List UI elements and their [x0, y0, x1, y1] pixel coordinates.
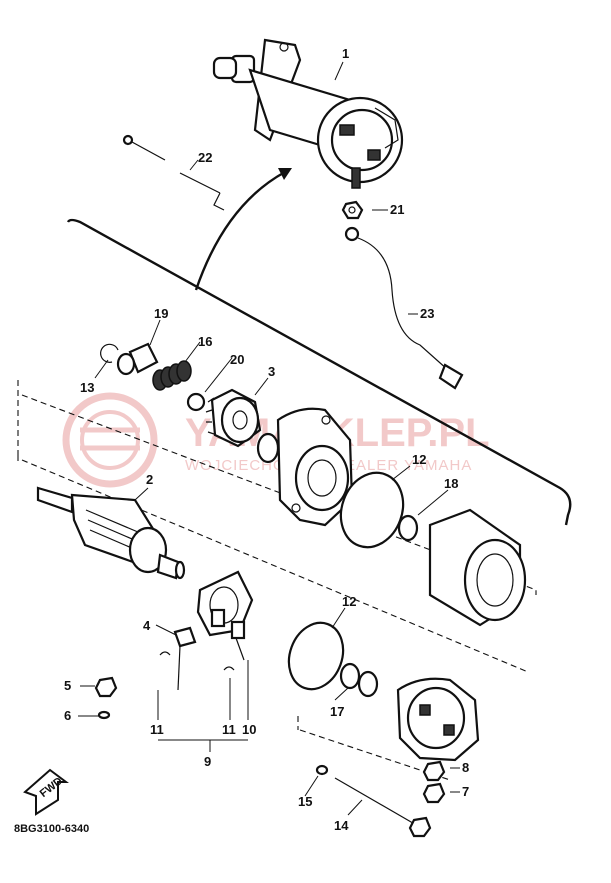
- part-1-starter-motor: [212, 38, 404, 189]
- part-23-lead-wire: [344, 226, 464, 390]
- callout-21: 21: [390, 202, 404, 217]
- part-5-nut: [94, 676, 118, 698]
- callout-16: 16: [198, 334, 212, 349]
- callout-9: 9: [204, 754, 211, 769]
- part-18-washer: [397, 514, 419, 542]
- part-21-nut: [341, 200, 364, 220]
- callout-11-right: 11: [222, 722, 236, 737]
- part-7-nut: [422, 782, 446, 804]
- part-15-washer: [315, 764, 329, 776]
- dash-frame-lower: [17, 455, 529, 673]
- callout-8: 8: [462, 760, 469, 775]
- callout-4: 4: [143, 618, 151, 633]
- callout-6: 6: [64, 708, 71, 723]
- callout-18: 18: [444, 476, 458, 491]
- part-13-circlip: [100, 343, 119, 363]
- callout-12-upper: 12: [412, 452, 426, 467]
- assembly-arrowhead: [278, 168, 292, 180]
- part-4-brush: [173, 626, 197, 691]
- callout-11-left: 11: [150, 722, 164, 737]
- callout-10: 10: [242, 722, 256, 737]
- callout-17: 17: [330, 704, 344, 719]
- callout-5: 5: [64, 678, 71, 693]
- callout-22: 22: [198, 150, 212, 165]
- part-6-washer: [97, 710, 111, 720]
- diagram-code: 8BG3100-6340: [14, 823, 89, 835]
- part-8-nut: [422, 760, 446, 782]
- part-11-spring-right: [223, 666, 235, 671]
- part-17-washer-b: [357, 670, 379, 698]
- part-20-washer: [186, 392, 206, 412]
- part-16-spring: [152, 360, 192, 391]
- callout-12-lower: 12: [342, 594, 356, 609]
- callout-1: 1: [342, 46, 349, 61]
- part-3-pinion-gear: [205, 388, 262, 448]
- callout-15: 15: [298, 794, 312, 809]
- part-9-brush-holder: [196, 570, 254, 661]
- assembly-frame: [66, 218, 572, 526]
- callout-2: 2: [146, 472, 153, 487]
- part-12-o-ring-lower: [287, 621, 345, 691]
- part-22-bolt-lead: [122, 134, 225, 211]
- part-11-spring-left: [159, 651, 171, 656]
- callout-14: 14: [334, 818, 349, 833]
- yoke: [428, 508, 527, 627]
- watermark-logo: [62, 392, 158, 488]
- callouts: 1 2 3 4 5 6 7 8 9 10 11 11 12 12 13 14 1…: [64, 46, 469, 833]
- leader-lines: [78, 61, 460, 816]
- fwd-arrow: FWD: [23, 768, 69, 816]
- front-bracket: [276, 407, 354, 527]
- callout-23: 23: [420, 306, 434, 321]
- callout-13: 13: [80, 380, 94, 395]
- part-14-through-bolt: [334, 777, 432, 838]
- part-2-armature: [36, 486, 186, 580]
- callout-20: 20: [230, 352, 244, 367]
- dash-frame-upper: [21, 394, 537, 595]
- part-19-collar: [116, 342, 159, 376]
- part-17-washer-a: [339, 662, 361, 690]
- rear-cover: [396, 677, 480, 762]
- callout-7: 7: [462, 784, 469, 799]
- callout-19: 19: [154, 306, 168, 321]
- callout-3: 3: [268, 364, 275, 379]
- assembly-arrow: [194, 170, 286, 291]
- gear-washer: [256, 432, 280, 464]
